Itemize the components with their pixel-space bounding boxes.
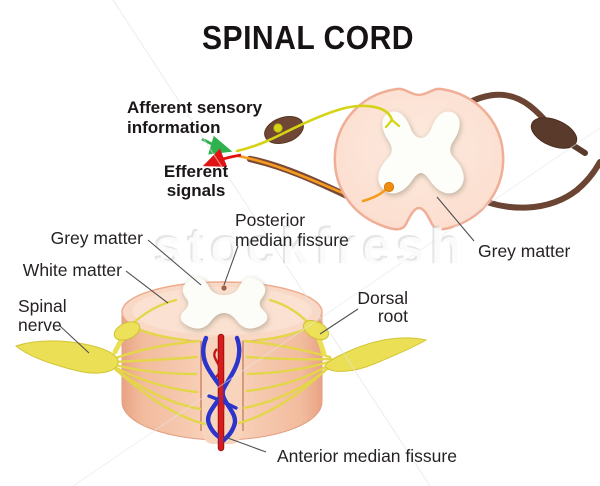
efferent-label-line2: signals (167, 181, 226, 200)
dorsal-root-label-line1: Dorsal (357, 288, 408, 308)
posterior-fissure-label-line1: Posterior (235, 210, 305, 230)
spinal-nerve-label-line1: Spinal (18, 296, 67, 316)
afferent-label-line1: Afferent sensory (127, 98, 263, 117)
grey-matter-butterfly-bottom (180, 277, 268, 329)
leader-grey-matter-top (436, 196, 475, 242)
leader-spinal-nerve (59, 325, 90, 354)
spinal-vein-left (201, 335, 227, 443)
afferent-label-line2: information (127, 118, 221, 137)
grey-matter-butterfly-top (378, 111, 464, 194)
spinal-ganglion-left (113, 321, 141, 341)
watermark-text: stockfresh (155, 219, 468, 277)
vein-connector (207, 394, 238, 410)
afferent-direction-arrow (201, 135, 233, 155)
motor-cell-body (383, 181, 395, 193)
artery-branch-upper (213, 348, 221, 379)
dorsal-root-label-line2: root (378, 306, 408, 326)
leader-white-matter (125, 270, 169, 304)
anterior-fissure-label: Anterior median fissure (277, 446, 457, 466)
white-matter-label: White matter (23, 260, 122, 280)
spinal-nerve-right (324, 337, 428, 372)
page-title: SPINAL CORD (202, 19, 414, 56)
spinal-nerve-left (14, 340, 119, 374)
posterior-fissure-label-line2: median fissure (235, 230, 349, 250)
watermark: stockfresh stockfresh (72, 0, 600, 486)
grey-matter-label-top: Grey matter (478, 241, 571, 261)
efferent-label-line1: Efferent (164, 162, 229, 181)
leader-grey-matter-left (147, 239, 202, 286)
ganglion-stub (568, 141, 588, 156)
grey-matter-label-bottom: Grey matter (51, 228, 144, 248)
spinal-nerve-label-line2: nerve (18, 315, 62, 335)
watermark-text-shadow: stockfresh (153, 217, 466, 275)
watermark-diagonal-2 (72, 127, 600, 486)
dorsal-root-ganglion-right (530, 117, 578, 149)
dorsal-root-ganglion-left (264, 116, 304, 144)
watermark-diagonal-1 (112, 0, 431, 486)
posterior-fissure-point (221, 285, 227, 291)
top-cross-section-group (201, 87, 600, 231)
efferent-direction-arrow (202, 148, 242, 167)
leader-lines (59, 196, 475, 453)
bottom-segment-group (14, 277, 428, 452)
afferent-fiber-terminal (384, 118, 401, 129)
sensory-cell-body (273, 123, 283, 133)
leader-dorsal-root (319, 308, 359, 335)
leader-anterior-fissure (224, 436, 267, 453)
ventral-root-fiber (467, 159, 600, 211)
leader-posterior-fissure (223, 245, 239, 286)
afferent-fiber (235, 104, 394, 153)
